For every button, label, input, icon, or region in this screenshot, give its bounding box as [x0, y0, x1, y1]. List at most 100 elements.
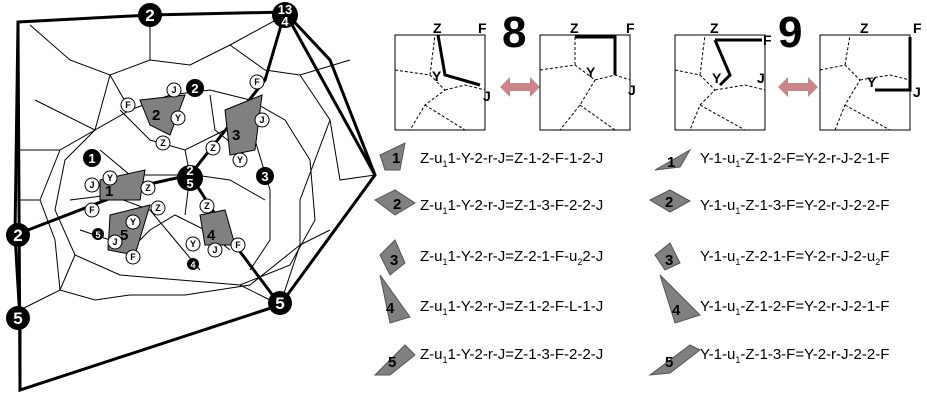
svg-text:Z: Z [204, 201, 210, 211]
svg-text:Y: Y [175, 113, 181, 123]
planar-graph-diagram: 2 3 1 5 4 F J Y Z F J Y Z J Y Z F Z Y J … [6, 2, 377, 393]
svg-text:4: 4 [386, 300, 395, 317]
double-arrow-8 [500, 77, 540, 97]
panel-8-after [539, 34, 631, 131]
equation-right-5: Y-1-u1-Z-1-3-F=Y-2-r-J-2-2-F [700, 346, 890, 365]
black-vertices [6, 2, 298, 330]
equation-right-2: Y-1-u1-Z-1-3-F=Y-2-r-J-2-2-F [700, 197, 890, 216]
equation-right-3: Y-1-u1-Z-2-1-F=Y-2-r-J-2-u2F [700, 248, 890, 267]
small-vertex-letters: F J Y Z F J Y Z J Y Z F Z Y J F Z Y J F [89, 77, 264, 262]
svg-text:Y: Y [237, 155, 243, 165]
face-shape-glyphs: 1 2 3 4 5 1 2 3 4 5 [373, 142, 701, 376]
shape-glyph-5-right [648, 344, 701, 376]
face-label: 5 [120, 227, 128, 244]
svg-text:J: J [212, 245, 217, 255]
svg-text:13: 13 [278, 2, 292, 17]
svg-text:1: 1 [667, 154, 675, 171]
svg-text:F: F [626, 20, 635, 36]
svg-text:Y: Y [712, 70, 722, 86]
svg-text:4: 4 [281, 14, 289, 29]
shape-glyph-1-left [379, 142, 406, 171]
svg-text:J: J [483, 88, 491, 104]
panel-number-9: 9 [778, 8, 802, 57]
face-label: 2 [152, 107, 160, 124]
double-arrow-9 [778, 77, 818, 97]
svg-text:J: J [112, 237, 117, 247]
svg-text:Y: Y [432, 68, 442, 84]
svg-text:Z: Z [160, 138, 166, 148]
svg-text:Z: Z [860, 20, 869, 36]
svg-text:J: J [89, 180, 94, 190]
svg-text:Z: Z [570, 20, 579, 36]
equation-right-4: Y-1-u1-Z-1-2-F=Y-2-r-J-2-1-F [700, 298, 890, 317]
svg-text:Y: Y [190, 239, 196, 249]
equation-left-5: Z-u11-Y-2-r-J=Z-1-3-F-2-2-J [420, 346, 604, 365]
svg-text:5: 5 [186, 176, 193, 191]
equation-left-1: Z-u11-Y-2-r-J=Z-1-2-F-1-2-J [420, 150, 604, 169]
small-white-vertices [84, 74, 270, 265]
transformation-panels: Z F Y J 8 Z F Y J Z F Y [394, 8, 922, 131]
svg-text:Z: Z [155, 203, 161, 213]
panel-9-before [674, 34, 766, 131]
svg-text:Z: Z [145, 183, 151, 193]
svg-text:Y: Y [586, 64, 596, 80]
svg-text:3: 3 [261, 169, 268, 184]
shape-glyph-3-right [654, 242, 681, 271]
svg-text:4: 4 [672, 302, 681, 319]
svg-text:J: J [628, 82, 636, 98]
svg-text:5: 5 [388, 354, 396, 371]
panel-9-after-labels: Z F Y J [860, 20, 922, 100]
svg-text:J: J [171, 85, 176, 95]
panel-9-before-labels: Z F Y J [710, 20, 772, 86]
face-label: 1 [105, 183, 113, 200]
svg-text:J: J [757, 70, 765, 86]
face-number-labels: 2 3 1 5 4 [105, 107, 240, 244]
svg-text:2: 2 [191, 81, 198, 96]
svg-text:J: J [913, 84, 921, 100]
shape-glyph-2-right [648, 189, 692, 213]
svg-text:Y: Y [867, 74, 877, 90]
svg-text:F: F [478, 20, 487, 36]
svg-text:F: F [254, 77, 260, 87]
svg-text:F: F [235, 240, 241, 250]
svg-text:5: 5 [95, 230, 100, 240]
panel-number-8: 8 [502, 8, 526, 57]
shape-glyph-2-left [374, 189, 416, 216]
svg-text:4: 4 [190, 260, 195, 270]
svg-text:J: J [259, 115, 264, 125]
svg-text:Z: Z [433, 20, 442, 36]
panel-8-after-labels: Z F Y J [570, 20, 636, 98]
svg-text:5: 5 [665, 354, 673, 371]
equation-left-3: Z-u11-Y-2-r-J=Z-2-1-F-u22-J [420, 248, 604, 267]
svg-text:1: 1 [392, 150, 400, 167]
svg-text:5: 5 [13, 309, 22, 328]
black-vertex-labels: 2 13 4 2 5 5 2 1 3 2 5 5 4 [13, 2, 292, 328]
equation-left-2: Z-u11-Y-2-r-J=Z-1-3-F-2-2-J [420, 197, 604, 216]
svg-text:Z: Z [210, 143, 216, 153]
svg-text:F: F [763, 32, 772, 48]
shape-glyph-4-right [659, 274, 701, 324]
svg-text:F: F [89, 205, 95, 215]
svg-text:Z: Z [710, 20, 719, 36]
svg-text:Y: Y [107, 173, 113, 183]
panel-9-after [819, 34, 912, 131]
shape-glyph-5-left [373, 344, 416, 376]
svg-text:2: 2 [145, 6, 154, 25]
face-label: 4 [207, 227, 216, 244]
svg-text:F: F [130, 252, 136, 262]
svg-text:5: 5 [275, 294, 284, 313]
svg-text:2: 2 [393, 196, 401, 213]
svg-text:2: 2 [665, 194, 673, 211]
panel-8-before [394, 34, 486, 131]
shape-glyph-4-left [379, 274, 411, 324]
svg-text:F: F [125, 100, 131, 110]
svg-text:Y: Y [130, 217, 136, 227]
shape-glyph-3-left [379, 239, 406, 276]
shape-glyph-1-right [654, 148, 692, 171]
face-label: 3 [232, 127, 240, 144]
svg-text:2: 2 [13, 226, 22, 245]
equation-left-4: Z-u11-Y-2-r-J=Z-1-2-F-L-1-J [420, 298, 604, 317]
svg-text:F: F [913, 20, 922, 36]
svg-text:3: 3 [390, 252, 398, 269]
svg-text:1: 1 [88, 151, 95, 166]
